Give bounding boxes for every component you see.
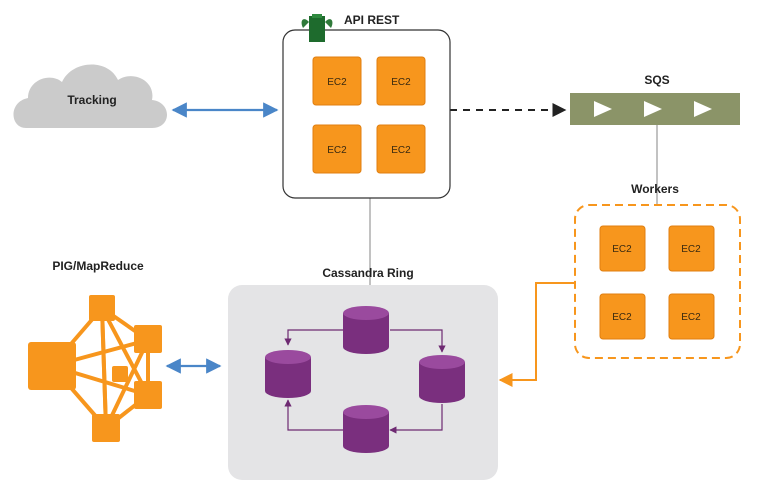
sqs-label: SQS <box>644 73 669 87</box>
svg-text:EC2: EC2 <box>681 244 701 255</box>
api-rest-container <box>282 29 451 199</box>
connectors <box>165 102 658 387</box>
svg-text:EC2: EC2 <box>327 77 347 88</box>
database-cylinder-icon <box>419 355 465 403</box>
ring-connectors <box>284 329 446 434</box>
cloud-icon <box>13 64 167 128</box>
tracking-cloud: Tracking <box>13 64 167 128</box>
svg-text:EC2: EC2 <box>327 145 347 156</box>
worker-ec2-instance: EC2 <box>668 293 715 340</box>
svg-text:EC2: EC2 <box>612 312 632 323</box>
api-ec2-instance: EC2 <box>376 124 426 174</box>
svg-text:EC2: EC2 <box>681 312 701 323</box>
svg-text:EC2: EC2 <box>391 77 411 88</box>
workers-cassandra-arrow <box>498 282 575 387</box>
database-cylinder-icon <box>343 405 389 453</box>
pig-mapreduce-group: PIG/MapReduce <box>28 259 162 442</box>
hadoop-cluster-icon <box>28 295 162 442</box>
cassandra-ring-container <box>228 285 498 480</box>
queue-arrows-icon <box>570 93 740 125</box>
worker-ec2-instance: EC2 <box>599 293 646 340</box>
api-rest-label: API REST <box>344 13 400 27</box>
svg-text:EC2: EC2 <box>391 145 411 156</box>
sqs-group: SQS <box>570 73 740 125</box>
database-cylinder-icon <box>343 306 389 354</box>
worker-ec2-instance: EC2 <box>668 225 715 272</box>
elastic-beanstalk-icon <box>301 14 333 42</box>
svg-text:EC2: EC2 <box>612 244 632 255</box>
database-cylinder-icon <box>265 350 311 398</box>
api-ec2-instance: EC2 <box>376 56 426 106</box>
api-ec2-instance: EC2 <box>312 124 362 174</box>
cassandra-ring-group: Cassandra Ring <box>228 266 498 480</box>
pig-mapreduce-label: PIG/MapReduce <box>52 259 144 273</box>
workers-group: Workers EC2 EC2 EC2 EC2 <box>574 182 741 359</box>
tracking-label: Tracking <box>67 93 116 107</box>
workers-label: Workers <box>631 182 679 196</box>
api-rest-group: API REST EC2 EC2 EC2 EC2 <box>282 13 451 199</box>
api-ec2-instance: EC2 <box>312 56 362 106</box>
cassandra-ring-label: Cassandra Ring <box>322 266 413 280</box>
worker-ec2-instance: EC2 <box>599 225 646 272</box>
